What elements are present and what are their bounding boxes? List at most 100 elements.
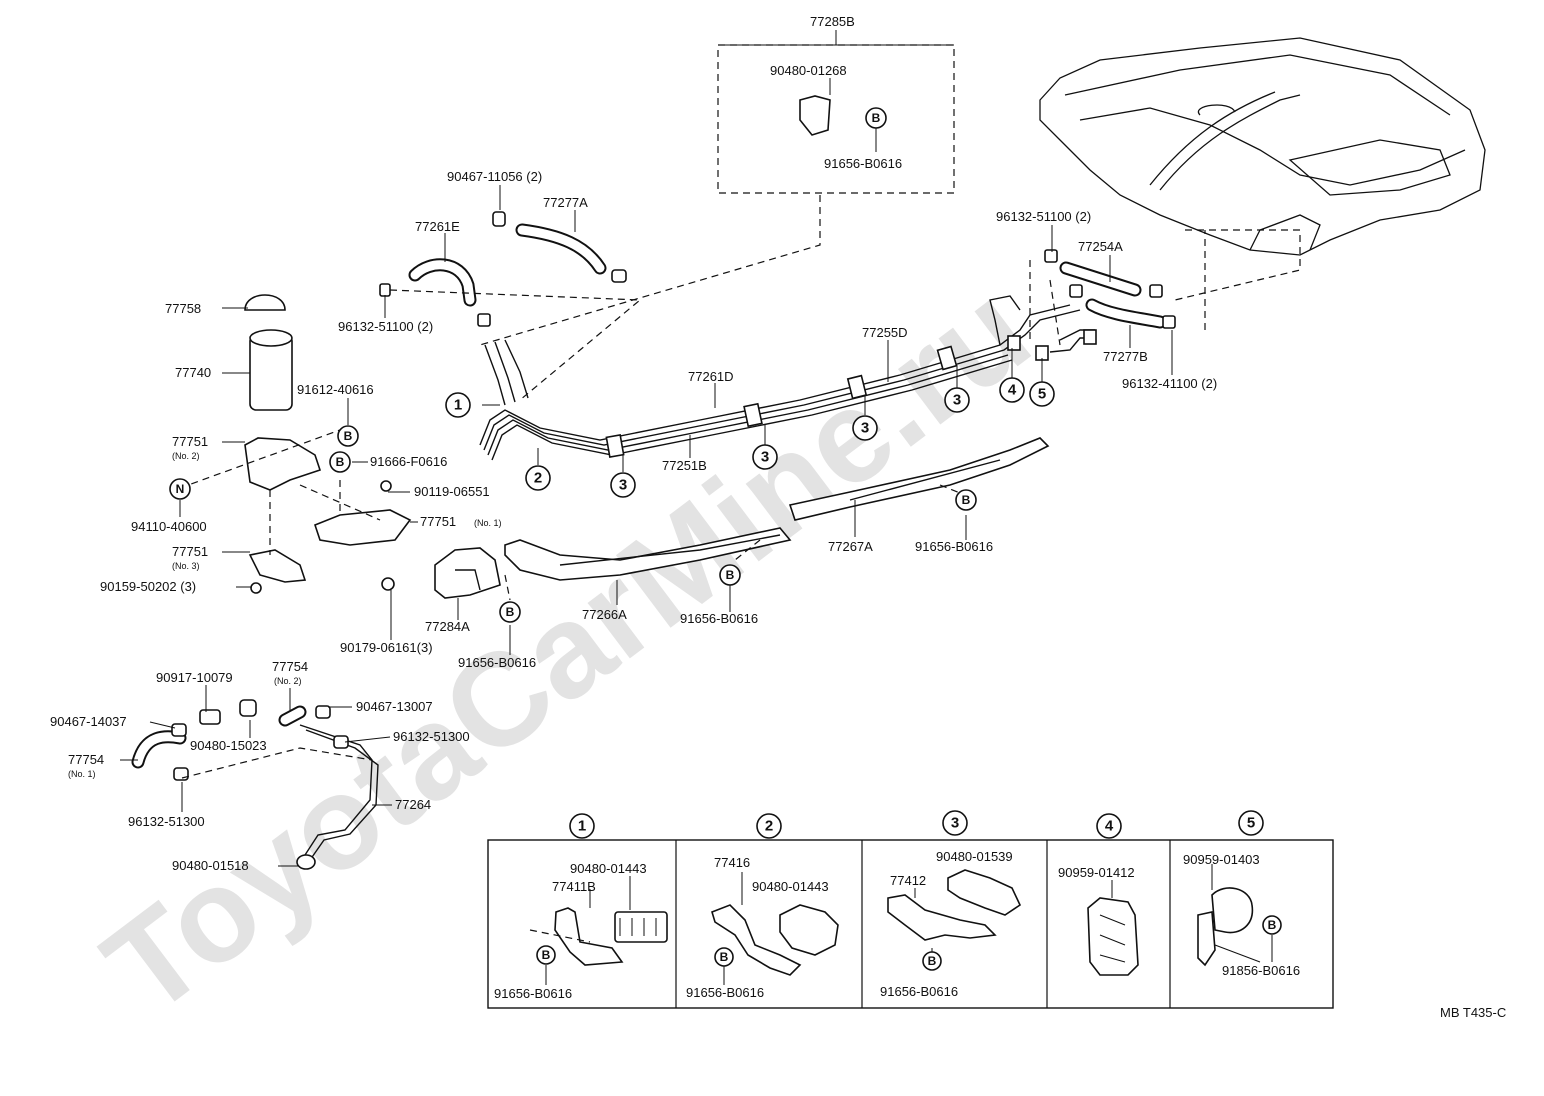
cell4-90959-01412: 90959-01412 [1058,865,1135,880]
label-96132-51100: 96132-51100 (2) [338,319,433,334]
marker-b: B [542,948,551,962]
label-91656-B0616: 91656-B0616 [824,156,902,171]
small-fittings [171,95,1176,870]
main-fuel-lines [479,295,1097,461]
label-77267A: 77267A [828,539,873,554]
label-90467-14037: 90467-14037 [50,714,127,729]
callout-2: 2 [534,470,542,487]
marker-b: B [720,950,729,964]
label-77277A: 77277A [543,195,588,210]
label-90480-01518: 90480-01518 [172,858,249,873]
fuel-tank [1039,37,1486,256]
marker-b: B [928,954,937,968]
label-77751-no3: 77751 [172,544,208,559]
callout-3: 3 [761,449,769,466]
table-cell-5: B 90959-01403 91856-B0616 [1183,852,1300,978]
label-no2: (No. 2) [172,451,200,461]
label-77254A: 77254A [1078,239,1123,254]
dashed-links [179,44,1301,779]
leader-lines [120,30,1173,867]
table-header-3: 3 [951,815,959,832]
label-96132-41100: 96132-41100 (2) [1122,376,1217,391]
cell1-77411B: 77411B [552,879,596,894]
cell5-91856-B0616: 91856-B0616 [1222,963,1300,978]
callout-5: 5 [1038,386,1046,403]
label-91612-40616: 91612-40616 [297,382,374,397]
cell5-90959-01403: 90959-01403 [1183,852,1260,867]
cell3-90480-01539: 90480-01539 [936,849,1013,864]
label-no2: (No. 2) [274,676,302,686]
canister-assembly [244,294,412,594]
numbered-callouts: 1 2 3 3 3 3 4 5 [445,377,1055,498]
diagram-code: MB T435-C [1440,1005,1506,1020]
label-90119-06551: 90119-06551 [414,484,490,499]
label-77740: 77740 [175,365,211,380]
label-77266A: 77266A [582,607,627,622]
callout-3: 3 [953,392,961,409]
label-77277B: 77277B [1103,349,1148,364]
table-cell-4: 90959-01412 [1058,865,1139,976]
label-91656-B0616: 91656-B0616 [458,655,536,670]
label-no3: (No. 3) [172,561,200,571]
label-77251B: 77251B [662,458,707,473]
marker-b: B [1268,918,1277,932]
table-header-2: 2 [765,818,773,835]
label-96132-51100: 96132-51100 (2) [996,209,1091,224]
label-77754-no2: 77754 [272,659,308,674]
label-77261D: 77261D [688,369,734,384]
marker-b: B [962,493,971,507]
cell3-91656-B0616: 91656-B0616 [880,984,958,999]
label-96132-51300: 96132-51300 [393,729,470,744]
label-77261E: 77261E [415,219,460,234]
part-labels: 77285B 90480-01268 91656-B0616 90467-110… [50,14,1506,1020]
cell1-90480-01443: 90480-01443 [570,861,647,876]
marker-b: B [872,111,881,125]
label-90917-10079: 90917-10079 [156,670,233,685]
hoses [131,223,1167,861]
label-no1: (No. 1) [474,518,502,528]
detail-table: 1 2 3 4 5 B 90480-01443 77411B 91656-B06… [487,810,1334,1009]
label-91666-F0616: 91666-F0616 [370,454,447,469]
cell2-77416: 77416 [714,855,750,870]
table-header-1: 1 [578,818,586,835]
marker-b: B [726,568,735,582]
label-77255D: 77255D [862,325,908,340]
label-77754-no1: 77754 [68,752,104,767]
table-cell-1: B 90480-01443 77411B 91656-B0616 [494,861,668,1001]
table-header-4: 4 [1105,818,1114,835]
label-94110-40600: 94110-40600 [131,519,207,534]
label-77284A: 77284A [425,619,470,634]
cell2-91656-B0616: 91656-B0616 [686,985,764,1000]
marker-b: B [336,455,345,469]
label-90159-50202: 90159-50202 (3) [100,579,196,594]
callout-3: 3 [619,477,627,494]
table-header-5: 5 [1247,815,1255,832]
table-cell-2: B 77416 90480-01443 91656-B0616 [686,855,839,1000]
marker-n: N [176,482,185,496]
label-77758: 77758 [165,301,201,316]
label-90467-13007: 90467-13007 [356,699,433,714]
callout-4: 4 [1008,382,1017,399]
callout-3: 3 [861,420,869,437]
label-91656-B0616: 91656-B0616 [915,539,993,554]
label-no1: (No. 1) [68,769,96,779]
label-77285B: 77285B [810,14,855,29]
label-90480-15023: 90480-15023 [190,738,267,753]
marker-b: B [344,429,353,443]
label-90480-01268: 90480-01268 [770,63,847,78]
bolt-markers: B B B N B B B [169,107,977,623]
label-90467-11056: 90467-11056 (2) [447,169,542,184]
frame-protectors [434,437,1050,599]
label-96132-51300: 96132-51300 [128,814,205,829]
cell1-91656-B0616: 91656-B0616 [494,986,572,1001]
callout-1: 1 [454,397,462,414]
label-91656-B0616: 91656-B0616 [680,611,758,626]
label-77751-no1: 77751 [420,514,456,529]
cell3-77412: 77412 [890,873,926,888]
label-77264: 77264 [395,797,431,812]
table-cell-3: B 90480-01539 77412 91656-B0616 [880,849,1022,999]
label-90179-06161: 90179-06161(3) [340,640,433,655]
cell2-90480-01443: 90480-01443 [752,879,829,894]
label-77751-no2: 77751 [172,434,208,449]
